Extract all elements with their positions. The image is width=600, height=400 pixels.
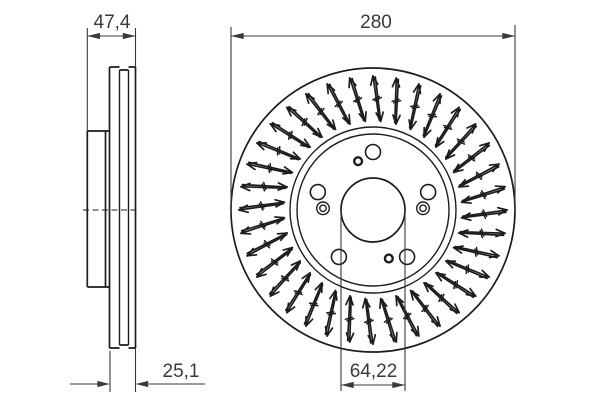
front-view — [230, 67, 516, 353]
dim-outer-diameter: 280 — [230, 12, 516, 214]
dim-label-hat-width: 47,4 — [94, 12, 131, 33]
hub-holes — [309, 143, 437, 266]
center-bore-circle — [340, 177, 406, 243]
arrowhead-left-icon — [135, 380, 149, 388]
arrowhead-right-icon — [392, 381, 405, 389]
arrowhead-right-icon — [97, 380, 110, 388]
friction-ring-inner-circle — [289, 126, 457, 294]
dim-center-bore: 64,22 — [340, 210, 406, 391]
vent-vane-arrows — [238, 75, 508, 345]
arrowhead-right-icon — [502, 32, 515, 40]
dim-label-outer-diameter: 280 — [360, 12, 392, 33]
section-hat-outline — [86, 130, 110, 288]
section-friction-faces — [108, 67, 137, 348]
hub-circle — [296, 133, 450, 287]
dim-hat-width: 47,4 — [86, 12, 137, 131]
section-bottom-edges — [109, 344, 136, 349]
arrowhead-right-icon — [122, 32, 136, 40]
arrowhead-left-icon — [87, 32, 100, 40]
arrowhead-left-icon — [341, 381, 354, 389]
arrowhead-left-icon — [231, 32, 244, 40]
dim-thickness: 25,1 — [70, 348, 205, 392]
section-view — [83, 66, 139, 349]
section-top-edges — [109, 66, 136, 71]
dim-label-center-bore: 64,22 — [350, 361, 398, 382]
dim-label-thickness: 25,1 — [163, 361, 200, 382]
section-vent-walls — [118, 70, 130, 345]
outer-diameter-circle — [230, 67, 516, 353]
